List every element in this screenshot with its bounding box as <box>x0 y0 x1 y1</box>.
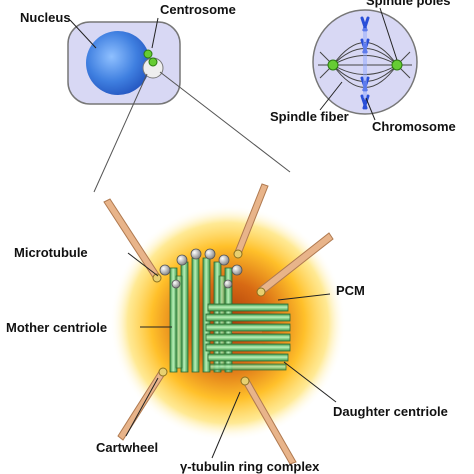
centriole-dot <box>148 57 158 67</box>
centriole-dot <box>143 49 153 59</box>
labels: Nucleus Centrosome Spindle poles Spindle… <box>6 0 456 474</box>
label-spindle-poles: Spindle poles <box>366 0 451 8</box>
label-microtubule: Microtubule <box>14 245 88 260</box>
leader-nucleus <box>69 19 97 49</box>
distal-appendages <box>159 248 243 289</box>
interphase-cell <box>67 21 181 105</box>
metaphase-plate <box>363 28 367 98</box>
label-cartwheel: Cartwheel <box>96 440 158 455</box>
label-mother-centriole: Mother centriole <box>6 320 107 335</box>
mitotic-cell <box>312 9 418 115</box>
daughter-centriole <box>205 303 291 371</box>
leader-chromosome <box>365 97 376 121</box>
label-gamma-tubulin-ring-complex: γ-tubulin ring complex <box>180 459 320 474</box>
nucleus <box>86 31 150 95</box>
label-spindle-fiber: Spindle fiber <box>270 109 349 124</box>
leader-spindle-poles <box>379 7 398 61</box>
spindle-pole-left <box>327 59 339 71</box>
zoom-line-right <box>159 71 291 173</box>
label-chromosome: Chromosome <box>372 119 456 134</box>
leader-centrosome <box>151 17 159 49</box>
label-daughter-centriole: Daughter centriole <box>333 404 448 419</box>
leader-lines <box>125 252 337 459</box>
label-nucleus: Nucleus <box>20 10 71 25</box>
centrosome-detail <box>103 183 346 465</box>
leader-spindle-fiber <box>319 81 343 111</box>
label-centrosome: Centrosome <box>160 2 236 17</box>
spindle-pole-right <box>391 59 403 71</box>
gamma-tubulin-caps <box>152 249 266 386</box>
label-pcm: PCM <box>336 283 365 298</box>
zoom-line-left <box>93 73 148 193</box>
